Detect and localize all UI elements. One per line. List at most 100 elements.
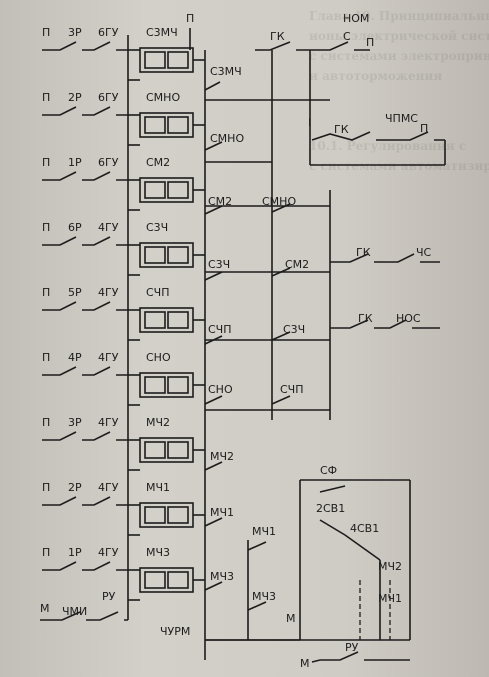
rung-r-label: 3Р	[68, 26, 82, 39]
rung-gu-label: 4ГУ	[98, 416, 119, 429]
sub-sf: СФ	[320, 464, 337, 477]
rung-p-label: П	[42, 481, 50, 494]
coil-box-a	[144, 181, 166, 199]
rung-r-label: 2Р	[68, 481, 82, 494]
rung-wire	[42, 301, 128, 311]
rung-gu-label: 4ГУ	[98, 546, 119, 559]
rung-p-label: П	[42, 91, 50, 104]
bottom-m: М	[40, 602, 50, 615]
label-gk2: ГК	[334, 123, 349, 136]
sub-ru: РУ	[345, 641, 359, 654]
supply-p-top: П	[186, 12, 194, 25]
rung-coil-label: СЧП	[146, 286, 170, 299]
coil-box-a	[144, 376, 166, 394]
rung-coil-label: СМНО	[146, 91, 180, 104]
background-text: Глава 10. Принципиальные ионы электричес…	[309, 9, 489, 173]
coil-box-a	[144, 506, 166, 524]
rung-r-label: 3Р	[68, 416, 82, 429]
subcircuit: СФ 2СВ1 4СВ1 МЧ2 МЧ1 РУ М	[205, 464, 411, 670]
coil-box-b	[167, 571, 189, 589]
rung-6: П 4Р 4ГУ СНО	[42, 351, 205, 406]
coil-box-b	[167, 116, 189, 134]
rung-7: П 3Р 4ГУ МЧ2	[42, 416, 205, 471]
rung-p-label: П	[42, 546, 50, 559]
rung-coil-label: МЧ1	[146, 481, 170, 494]
contact-smno-b: СМНО	[262, 195, 296, 208]
label-nom-c: С	[343, 30, 351, 43]
rung-coil-label: СМ2	[146, 156, 170, 169]
bottom-ru: РУ	[102, 590, 116, 603]
contact-c3mch: С3МЧ	[210, 65, 242, 78]
coil-box-b	[167, 181, 189, 199]
rung-r-label: 5Р	[68, 286, 82, 299]
rung-wire	[42, 106, 128, 116]
rung-p-label: П	[42, 416, 50, 429]
rung-1: П 3Р 6ГУ С3МЧ	[42, 26, 205, 81]
rung-coil-label: СНО	[146, 351, 171, 364]
contact-mch1-a: МЧ1	[210, 506, 234, 519]
coil-box-a	[144, 571, 166, 589]
rung-p-label: П	[42, 26, 50, 39]
coil-box-b	[167, 311, 189, 329]
label-gk3: ГК	[356, 246, 371, 259]
rung-r-label: 1Р	[68, 156, 82, 169]
coil-box-b	[167, 51, 189, 69]
sub-2cb1: 2СВ1	[316, 502, 345, 515]
rung-r-label: 1Р	[68, 546, 82, 559]
coil-box-a	[144, 441, 166, 459]
contact-mch1-b: МЧ1	[252, 525, 276, 538]
rung-r-label: 4Р	[68, 351, 82, 364]
rung-r-label: 6Р	[68, 221, 82, 234]
heading-line-4: и автоторможения	[309, 69, 442, 83]
contact-c3ch-a: С3Ч	[208, 258, 230, 271]
heading-line-5: 10.1. Регулирования с	[309, 139, 466, 153]
rung-wire	[42, 171, 128, 181]
rung-8: П 2Р 4ГУ МЧ1	[42, 481, 205, 536]
rung-wire	[42, 41, 128, 51]
rung-gu-label: 6ГУ	[98, 26, 119, 39]
coil-box-b	[167, 246, 189, 264]
contact-sno: СНО	[208, 383, 233, 396]
rung-wire	[42, 366, 128, 376]
label-chs: ЧС	[416, 246, 432, 259]
supply-p-side: П	[366, 36, 374, 49]
rung-p-label: П	[42, 351, 50, 364]
contact-mch3-a: МЧ3	[210, 570, 234, 583]
rung-gu-label: 6ГУ	[98, 91, 119, 104]
rung-gu-label: 4ГУ	[98, 481, 119, 494]
rung-r-label: 2Р	[68, 91, 82, 104]
rung-coil-label: С3МЧ	[146, 26, 178, 39]
rung-gu-label: 4ГУ	[98, 351, 119, 364]
rung-coil-label: МЧ2	[146, 416, 170, 429]
supply-p-small: П	[420, 122, 428, 135]
rung-wire	[42, 496, 128, 506]
rung-p-label: П	[42, 156, 50, 169]
heading-line-6: с системами автоматизирования	[309, 159, 489, 173]
rung-gu-label: 4ГУ	[98, 221, 119, 234]
rung-wire	[42, 236, 128, 246]
rung-gu-label: 4ГУ	[98, 286, 119, 299]
main-bus: П	[127, 12, 194, 610]
coil-box-a	[144, 51, 166, 69]
label-chpms: ЧПМС	[385, 112, 418, 125]
coil-box-a	[144, 246, 166, 264]
contact-bus	[204, 50, 331, 660]
label-nom: НОМ	[343, 12, 369, 25]
contact-churm: ЧУРМ	[160, 625, 190, 638]
coil-box-b	[167, 376, 189, 394]
rung-coil-label: С3Ч	[146, 221, 168, 234]
contact-m-small: М	[286, 612, 296, 625]
contact-schp-a: СЧП	[208, 323, 232, 336]
coil-box-a	[144, 116, 166, 134]
contact-sm2-a: СМ2	[208, 195, 232, 208]
coil-box-b	[167, 441, 189, 459]
rung-p-label: П	[42, 286, 50, 299]
contact-smno-a: СМНО	[210, 132, 244, 145]
contact-mch3-b: МЧ3	[252, 590, 276, 603]
